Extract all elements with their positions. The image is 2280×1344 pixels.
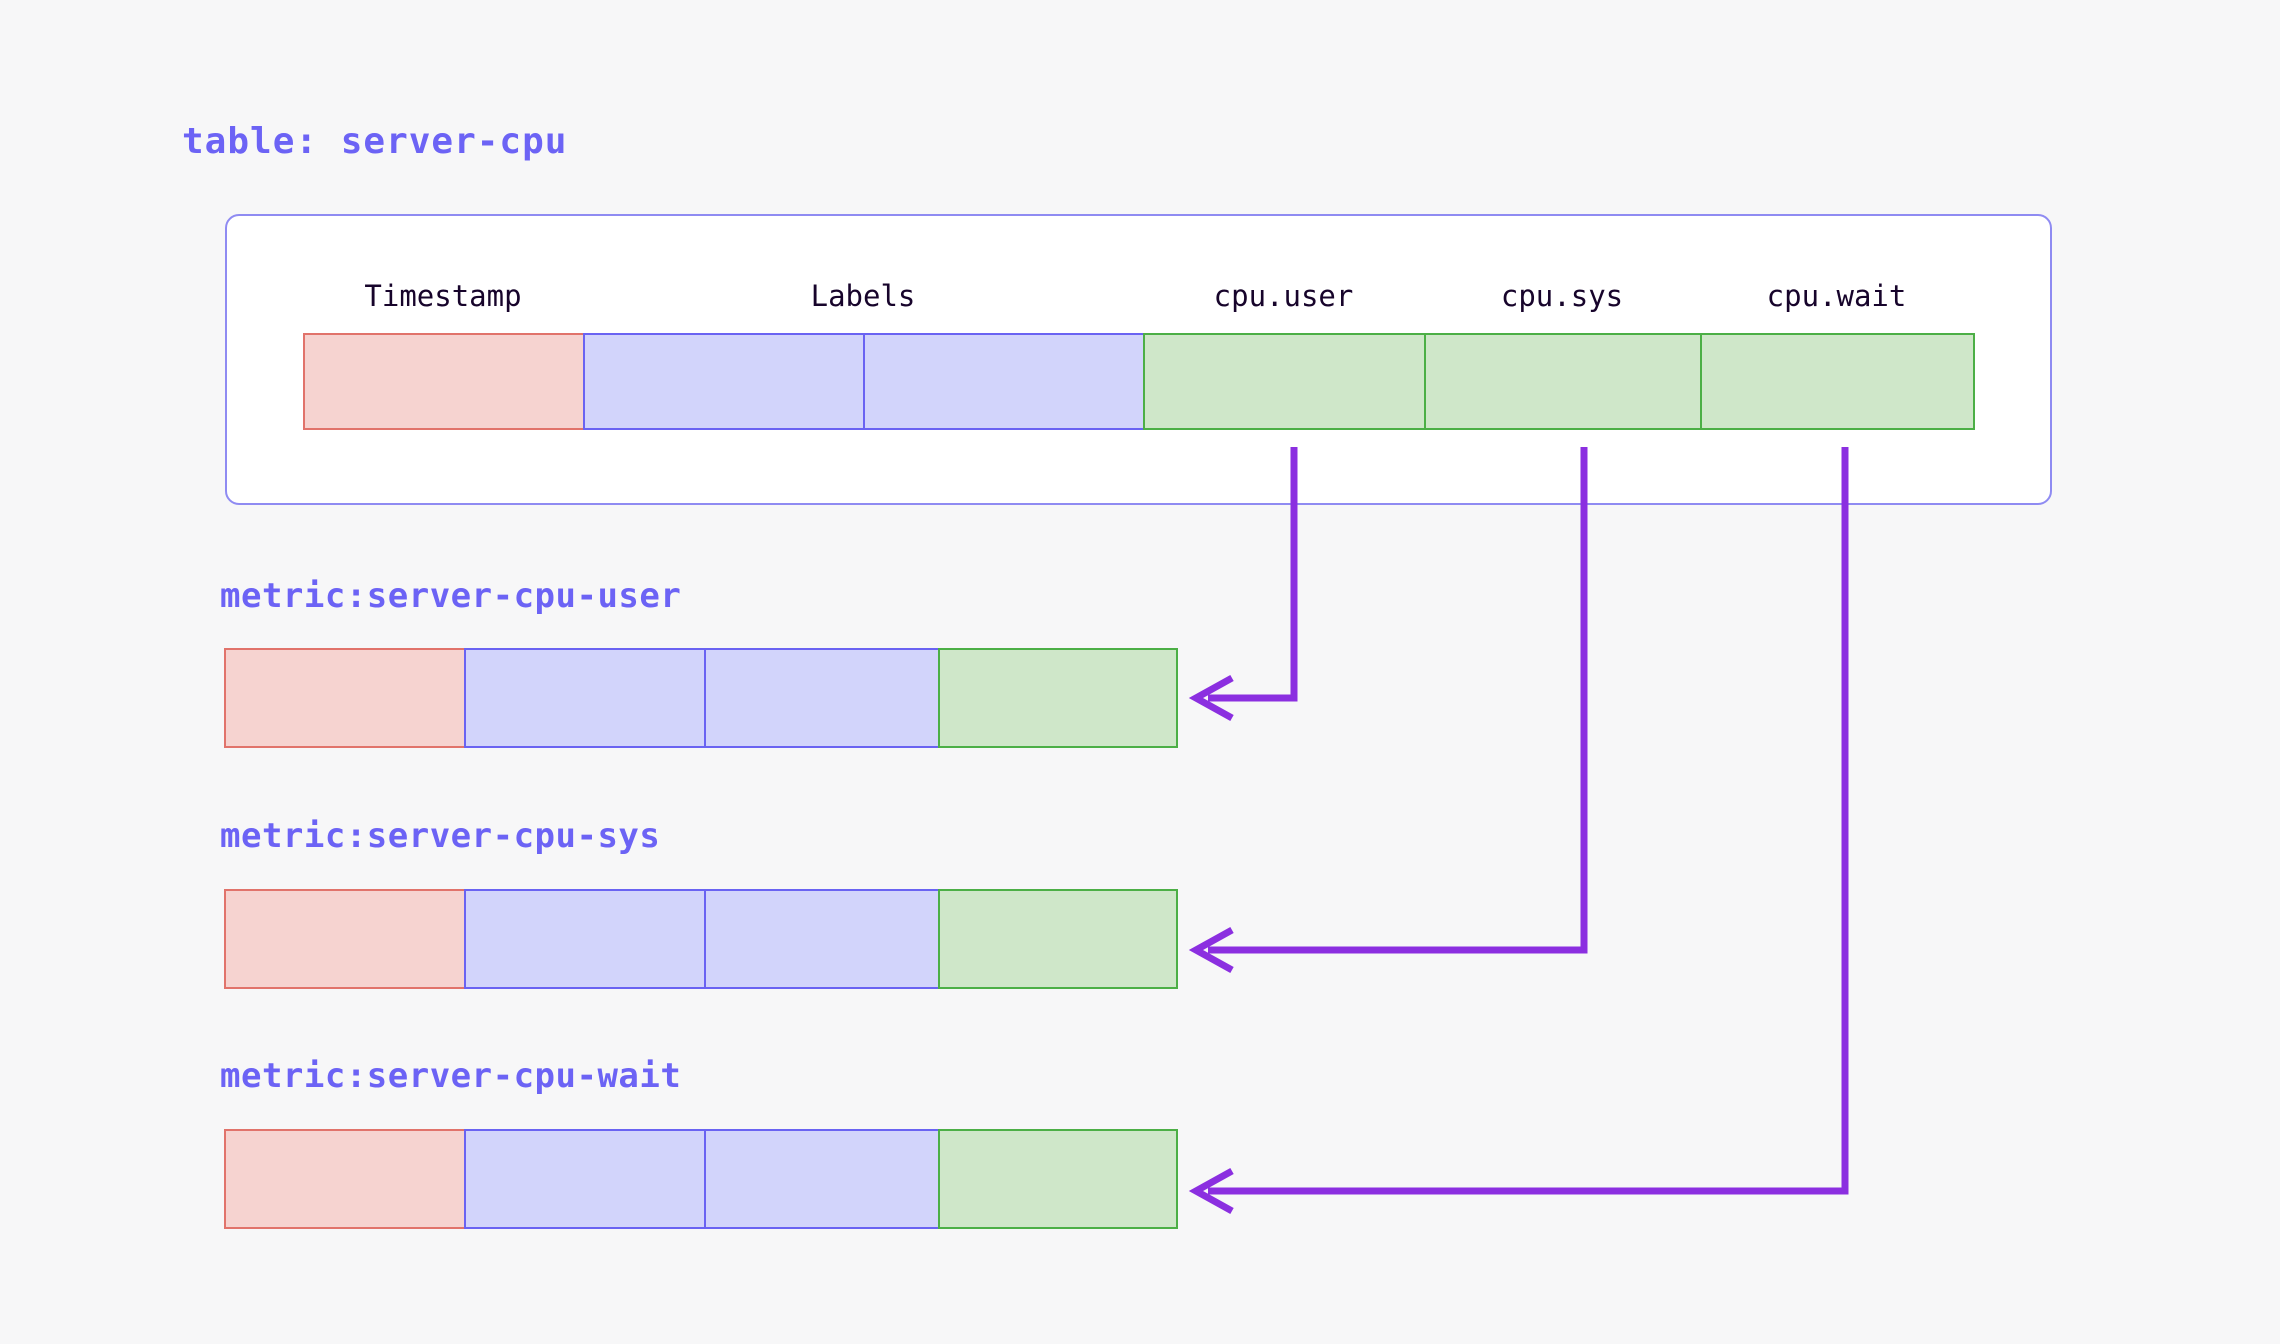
metric-user-cell-timestamp bbox=[224, 648, 466, 748]
column-header-cpu-sys: cpu.sys bbox=[1500, 279, 1624, 313]
metric-wait-cell-value bbox=[938, 1129, 1178, 1229]
arrow-cpu-wait bbox=[1188, 447, 1849, 1215]
column-header-cpu-wait: cpu.wait bbox=[1766, 279, 1907, 313]
metric-title-server-cpu-sys: metric:server-cpu-sys bbox=[220, 816, 661, 856]
metric-sys-cell-value bbox=[938, 889, 1178, 989]
metric-sys-cell-labels-2 bbox=[704, 889, 940, 989]
column-header-timestamp: Timestamp bbox=[364, 279, 522, 313]
table-cell-cpu-sys bbox=[1424, 333, 1702, 430]
table-cell-cpu-wait bbox=[1700, 333, 1975, 430]
metric-wait-cell-timestamp bbox=[224, 1129, 466, 1229]
table-cell-timestamp bbox=[303, 333, 585, 430]
table-cell-cpu-user bbox=[1143, 333, 1426, 430]
table-title: table: server-cpu bbox=[182, 121, 568, 162]
metric-user-cell-labels-2 bbox=[704, 648, 940, 748]
arrow-cpu-sys bbox=[1188, 447, 1588, 974]
metric-user-cell-labels-1 bbox=[464, 648, 706, 748]
metric-title-server-cpu-user: metric:server-cpu-user bbox=[220, 576, 682, 616]
metric-user-cell-value bbox=[938, 648, 1178, 748]
metric-wait-cell-labels-1 bbox=[464, 1129, 706, 1229]
column-header-labels: Labels bbox=[810, 279, 916, 313]
metric-sys-cell-timestamp bbox=[224, 889, 466, 989]
table-cell-labels-2 bbox=[863, 333, 1145, 430]
metric-title-server-cpu-wait: metric:server-cpu-wait bbox=[220, 1056, 682, 1096]
table-cell-labels-1 bbox=[583, 333, 865, 430]
metric-sys-cell-labels-1 bbox=[464, 889, 706, 989]
column-header-cpu-user: cpu.user bbox=[1213, 279, 1354, 313]
metric-wait-cell-labels-2 bbox=[704, 1129, 940, 1229]
